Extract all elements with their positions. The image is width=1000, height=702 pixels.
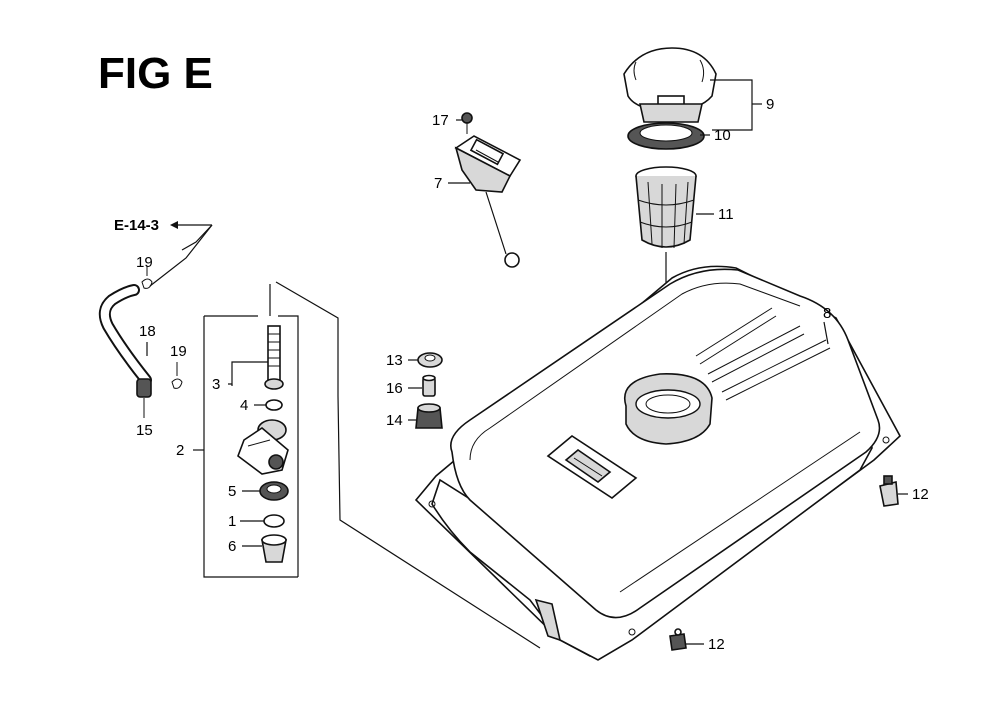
callout-16: 16	[386, 380, 403, 397]
callout-leaders-cap	[696, 79, 762, 215]
callout-8: 8	[823, 305, 831, 322]
callout-7: 7	[434, 175, 442, 192]
figure-title: FIG E	[98, 49, 213, 98]
callout-9: 9	[766, 96, 774, 113]
callout-17: 17	[432, 112, 449, 129]
fuel-cock-bolt	[264, 325, 284, 390]
reference-label: E-14-3	[114, 217, 159, 234]
callout-19-lower: 19	[170, 343, 187, 360]
fuel-strainer	[635, 166, 697, 249]
callout-11: 11	[718, 206, 734, 223]
washer	[265, 399, 283, 411]
gauge-screw	[456, 112, 473, 134]
hose-clip-upper	[141, 266, 153, 289]
reference-arrow	[149, 221, 213, 287]
cap-gasket	[627, 122, 705, 150]
fuel-hose	[98, 284, 152, 386]
fuel-gauge	[448, 135, 522, 268]
fuel-cap	[623, 47, 717, 123]
o-ring	[263, 514, 285, 528]
hose-strainer	[136, 378, 152, 418]
callout-5: 5	[228, 483, 236, 500]
callout-6: 6	[228, 538, 236, 555]
callout-18: 18	[139, 323, 156, 340]
tank-mount-washer	[408, 352, 443, 368]
fuel-cock-frame	[193, 281, 541, 649]
callout-14: 14	[386, 412, 403, 429]
callout-12-right: 12	[912, 486, 929, 503]
tank-bolt-bottom	[669, 628, 704, 651]
callout-13: 13	[386, 352, 403, 369]
callout-19-upper: 19	[136, 254, 153, 271]
tank-mount-rubber	[408, 403, 443, 429]
callout-2: 2	[176, 442, 184, 459]
callout-leaders-left	[228, 361, 268, 547]
tank-bolt-right	[879, 475, 908, 507]
callout-12-bottom: 12	[708, 636, 725, 653]
callout-1: 1	[228, 513, 236, 530]
fuel-tank	[414, 265, 901, 661]
filter-cup	[261, 534, 287, 563]
callout-15: 15	[136, 422, 153, 439]
tank-mount-collar	[408, 374, 436, 397]
fuel-cup	[259, 481, 289, 501]
hose-clip-lower	[171, 362, 183, 389]
callout-10: 10	[714, 127, 731, 144]
callout-3: 3	[212, 376, 220, 393]
callout-4: 4	[240, 397, 248, 414]
fuel-cock-body	[237, 419, 289, 475]
